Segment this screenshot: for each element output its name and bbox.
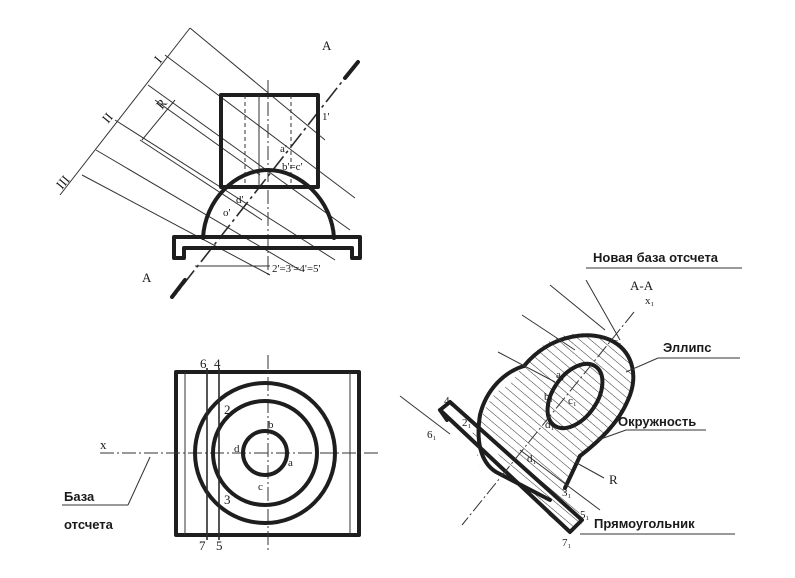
top-point-c: c <box>258 481 263 493</box>
front-projection-lines <box>59 27 356 276</box>
section-point-b1: b₁ <box>544 391 554 403</box>
bottom-number-7: 7 <box>199 538 206 553</box>
point-o-prime: o' <box>223 207 231 219</box>
section-ellipse-outline <box>522 333 636 458</box>
circle-label: Окружность <box>618 414 696 429</box>
top-point-b: b <box>268 419 274 431</box>
section-lower-edge <box>563 454 582 490</box>
front-dome <box>201 168 336 240</box>
section-point-s1: s₁ <box>614 336 622 348</box>
base-leader-line <box>127 456 151 506</box>
base-label-line2: отсчета <box>64 517 114 532</box>
point-a-prime: a' <box>280 143 287 155</box>
section-mark-top: A <box>322 38 332 53</box>
section-point-7: 7₁ <box>562 537 572 549</box>
ellipse-leader-line <box>625 357 659 373</box>
point-equal-primes: 2'=3'=4'=5' <box>272 263 321 275</box>
circle-leader-line <box>597 429 627 441</box>
section-circle-outline <box>476 364 552 502</box>
section-axis-label: x₁ <box>645 295 655 307</box>
section-point-a1: a₁ <box>556 369 565 381</box>
section-hatched-area <box>470 333 634 535</box>
point-d-prime: d' <box>236 194 244 206</box>
top-view: 6 4 7 5 2 3 b d c a 1 x База отсчета <box>62 355 380 553</box>
section-point-d1: d₁ <box>545 419 555 431</box>
cutting-plane-line <box>174 64 356 296</box>
section-inner-hole <box>545 361 605 431</box>
base-label-line1: База <box>64 489 95 504</box>
zone-label-i: I <box>151 53 165 66</box>
section-rectangle <box>438 400 584 534</box>
point-bc-prime: b'=c' <box>282 161 303 173</box>
section-axis-x1 <box>461 311 635 526</box>
point-1-prime: 1' <box>322 111 330 123</box>
ellipse-label: Эллипс <box>663 340 712 355</box>
radius-leader-line <box>574 461 605 479</box>
rectangle-label: Прямоугольник <box>594 516 695 531</box>
top-point-a: a <box>288 457 293 469</box>
section-view: Новая база отсчета A-A x₁ Эллипс Окружно… <box>399 250 742 549</box>
front-cylinder <box>219 93 320 189</box>
top-point-1: 1 <box>314 441 320 453</box>
section-point-6: 6₁ <box>427 429 437 441</box>
front-base-plate <box>172 235 362 260</box>
section-point-2: 2₁ <box>462 417 472 429</box>
section-point-d1-lower: d₁ <box>527 453 537 465</box>
top-number-4: 4 <box>214 356 221 371</box>
top-point-d: d <box>234 443 240 455</box>
radius-label: R <box>609 472 618 487</box>
section-point-5: 5₁ <box>580 509 590 521</box>
zone-label-ii: II <box>99 110 116 126</box>
section-mark-bottom: A <box>142 270 152 285</box>
new-base-label: Новая база отсчета <box>593 250 719 265</box>
bottom-number-5: 5 <box>216 538 223 553</box>
section-point-4: 4₁ <box>444 395 454 407</box>
section-title: A-A <box>630 278 654 293</box>
section-point-c1: c₁ <box>568 395 577 407</box>
front-view: A A I II III R 1' a' b'=c' d' o' 2'=3'=4… <box>53 27 362 299</box>
cutting-plane-bottom-stroke <box>170 278 187 299</box>
top-middle-circle <box>211 399 319 507</box>
top-point-2: 2 <box>224 402 231 417</box>
section-point-3: 3₁ <box>562 487 572 499</box>
top-axis-label-x: x <box>100 437 107 452</box>
top-number-6: 6 <box>200 356 207 371</box>
top-outer-circle <box>193 381 337 525</box>
top-point-3: 3 <box>224 492 231 507</box>
zone-label-iii: III <box>53 172 73 192</box>
top-inner-circle <box>241 429 289 477</box>
cutting-plane-top-stroke <box>343 60 360 80</box>
